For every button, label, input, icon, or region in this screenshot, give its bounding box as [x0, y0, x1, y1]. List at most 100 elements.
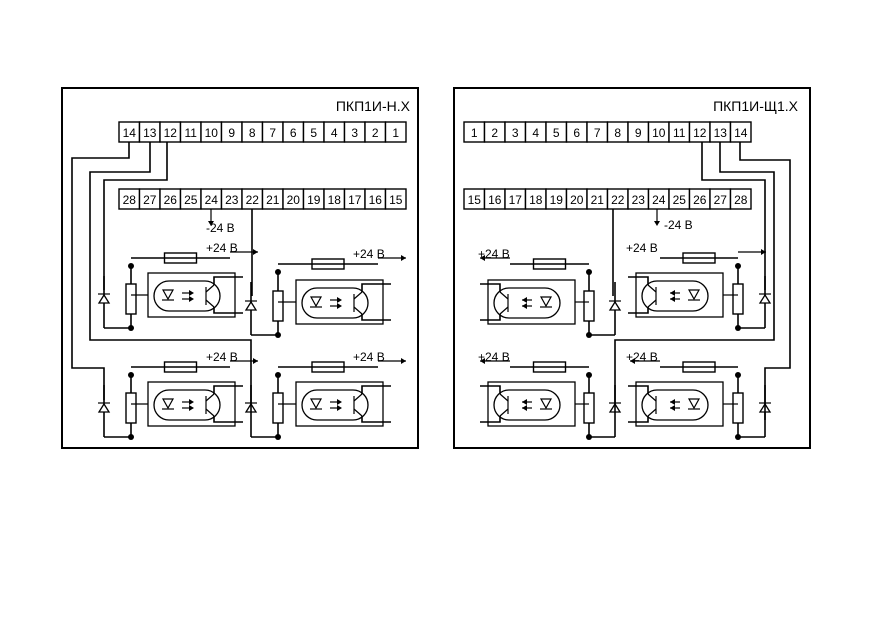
transistor-collector — [647, 393, 657, 402]
junction-dot — [128, 325, 134, 331]
optocoupler-body — [493, 287, 561, 319]
transistor-emitter — [353, 408, 363, 417]
left-bottom-terminal-label: 25 — [184, 193, 198, 207]
right-top-terminal-label: 4 — [532, 126, 539, 140]
optocoupler-body — [153, 280, 221, 312]
transistor-emitter — [205, 299, 215, 308]
output-lead — [361, 283, 391, 292]
left-minus-24v-label: -24 В — [206, 221, 235, 235]
feed-wire — [739, 142, 791, 420]
left-top-terminal-label: 13 — [143, 126, 157, 140]
led-icon — [309, 296, 323, 308]
transistor-collector — [353, 291, 363, 300]
output-lead — [480, 385, 501, 394]
arrow-head — [401, 255, 406, 261]
output-lead — [361, 385, 391, 394]
output-lead — [480, 314, 501, 321]
resistor-icon — [732, 283, 744, 315]
right-top-terminal-label: 8 — [614, 126, 621, 140]
junction-dot — [735, 263, 741, 269]
junction-dot — [735, 434, 741, 440]
transistor-collector — [499, 291, 509, 300]
right-bottom-terminal-label: 26 — [693, 193, 707, 207]
resistor-icon — [272, 392, 284, 424]
led-icon — [309, 398, 323, 410]
output-lead — [213, 276, 243, 285]
diode-icon — [97, 402, 111, 413]
feed-wire — [71, 142, 130, 400]
junction-dot — [735, 325, 741, 331]
junction-dot — [735, 372, 741, 378]
resistor-icon — [125, 392, 137, 424]
right-top-terminal-label: 13 — [714, 126, 728, 140]
left-top-terminal-label: 10 — [205, 126, 219, 140]
optocoupler-body — [301, 389, 369, 421]
junction-dot — [586, 434, 592, 440]
junction-dot — [128, 263, 134, 269]
right-wiring — [480, 142, 791, 440]
arrow-head — [630, 358, 635, 364]
output-lead — [480, 416, 501, 423]
left-bottom-terminal-label: 21 — [266, 193, 280, 207]
resistor-icon — [732, 392, 744, 424]
arrow-head — [253, 249, 258, 255]
arrow-head — [522, 303, 527, 309]
right-bottom-terminal-label: 15 — [468, 193, 482, 207]
left-bottom-terminal-label: 16 — [369, 193, 383, 207]
right-plus-24v-label-2: +24 В — [626, 241, 658, 255]
output-lead — [628, 276, 649, 285]
right-top-terminal-label: 12 — [693, 126, 707, 140]
left-top-terminal-label: 9 — [228, 126, 235, 140]
feed-wire — [701, 142, 766, 290]
output-lead — [361, 416, 391, 423]
output-lead — [628, 385, 649, 394]
transistor-emitter — [205, 408, 215, 417]
led-icon — [161, 289, 175, 301]
right-bottom-terminal-cell — [729, 188, 752, 210]
optocoupler-body — [301, 287, 369, 319]
junction-dot — [275, 372, 281, 378]
junction-dot — [275, 269, 281, 275]
diode-icon — [758, 293, 772, 304]
left-bottom-terminal-label: 15 — [389, 193, 403, 207]
resistor-icon — [272, 290, 284, 322]
arrow-head — [337, 399, 342, 405]
output-lead — [628, 416, 649, 423]
arrow-head — [189, 405, 194, 411]
arrow-head — [522, 399, 527, 405]
left-top-terminal-label: 3 — [351, 126, 358, 140]
transistor-collector — [205, 284, 215, 293]
right-minus-24v-label: -24 В — [664, 218, 693, 232]
right-top-terminal-label: 5 — [553, 126, 560, 140]
optocoupler-body — [493, 389, 561, 421]
right-bottom-terminal-label: 28 — [734, 193, 748, 207]
arrow-head — [670, 290, 675, 296]
arrow-head — [522, 405, 527, 411]
left-plus-24v-label-2: +24 В — [353, 247, 385, 261]
transistor-collector — [647, 284, 657, 293]
optocoupler-body — [641, 389, 709, 421]
left-top-terminal-label: 4 — [331, 126, 338, 140]
left-bottom-terminal-label: 20 — [287, 193, 301, 207]
left-plus-24v-label-3: +24 В — [206, 350, 238, 364]
right-bottom-terminal-label: 17 — [509, 193, 523, 207]
left-panel-title: ПКП1И-Н.Х — [336, 98, 411, 114]
junction-dot — [128, 434, 134, 440]
diode-icon — [608, 300, 622, 311]
led-icon — [539, 398, 553, 410]
left-top-terminal-label: 7 — [269, 126, 276, 140]
arrow-head — [761, 249, 766, 255]
right-plus-24v-label-4: +24 В — [626, 350, 658, 364]
output-lead — [480, 283, 501, 292]
output-lead — [213, 307, 243, 314]
right-bottom-terminal-label: 27 — [714, 193, 728, 207]
transistor-emitter — [647, 299, 657, 308]
diode-icon — [97, 293, 111, 304]
junction-dot — [128, 372, 134, 378]
arrow-head — [189, 399, 194, 405]
left-plus-24v-label-4: +24 В — [353, 350, 385, 364]
left-top-terminal-label: 14 — [123, 126, 137, 140]
transistor-collector — [205, 393, 215, 402]
